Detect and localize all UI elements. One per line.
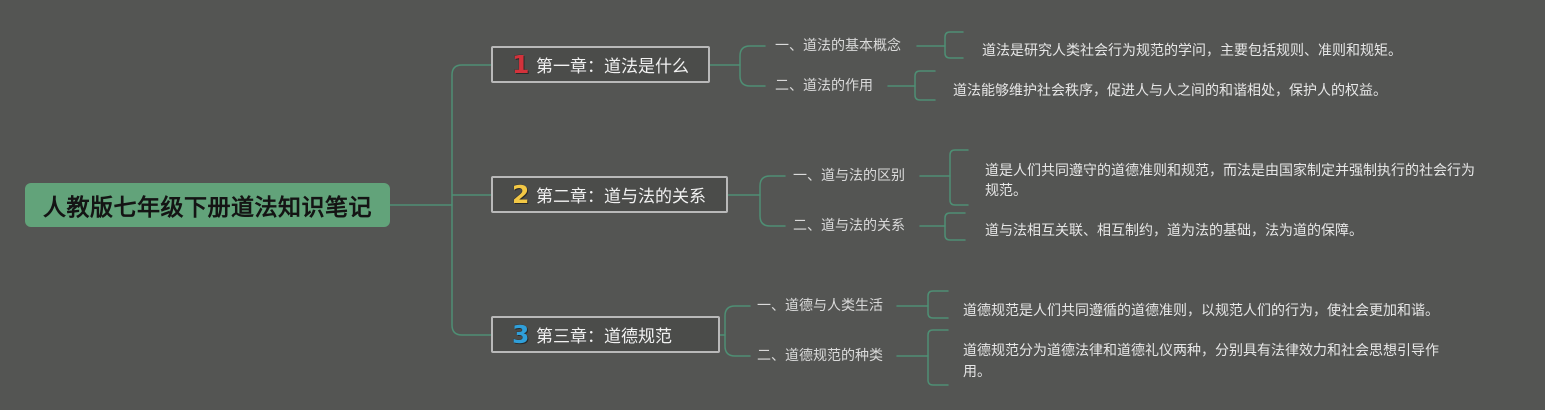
section-topic-c2-1[interactable]: 一、道与法的区别 [793,168,905,184]
chapter-3-topic[interactable]: 3 第三章：道德规范 [491,316,720,353]
connector-chapter-2-sections [759,175,786,227]
root-topic[interactable]: 人教版七年级下册道法知识笔记 [25,183,390,227]
section-topic-c2-2[interactable]: 二、道与法的关系 [793,218,905,234]
chapter-3-label: 第三章：道德规范 [536,327,672,347]
note-topic-c1-1[interactable]: 道法是研究人类社会行为规范的学问，主要包括规则、准则和规矩。 [982,43,1402,59]
section-topic-c1-2[interactable]: 二、道法的作用 [775,78,873,94]
note-topic-c1-2[interactable]: 道法能够维护社会秩序，促进人与人之间的和谐相处，保护人的权益。 [953,83,1387,99]
note-topic-c2-1[interactable]: 道是人们共同遵守的道德准则和规范，而法是由国家制定并强制执行的社会行为规范。 [985,163,1475,199]
note-topic-c2-2[interactable]: 道与法相互关联、相互制约，道为法的基础，法为道的保障。 [985,223,1363,239]
note-topic-c3-1[interactable]: 道德规范是人们共同遵循的道德准则，以规范人们的行为，使社会更加和谐。 [963,303,1439,319]
connector-root-branches [451,64,492,336]
bracket-c3s1-note [927,290,949,319]
number-1-icon: 1 [512,50,530,79]
bracket-c1s2-note [914,70,936,101]
chapter-2-topic[interactable]: 2 第二章：道与法的关系 [491,176,728,213]
bracket-c2s1-note [949,149,969,206]
number-3-icon: 3 [512,320,530,349]
number-2-icon: 2 [512,180,530,209]
section-topic-c3-1[interactable]: 一、道德与人类生活 [757,298,883,314]
bracket-c2s2-note [944,212,966,241]
chapter-1-label: 第一章：道法是什么 [536,57,689,77]
bracket-c1s1-note [944,31,964,59]
chapter-2-label: 第二章：道与法的关系 [536,187,706,207]
chapter-1-topic[interactable]: 1 第一章：道法是什么 [491,46,710,83]
note-topic-c3-2[interactable]: 道德规范分为道德法律和道德礼仪两种，分别具有法律效力和社会思想引导作用。 [963,343,1439,380]
connector-chapter-3-sections [724,305,751,357]
root-topic-label: 人教版七年级下册道法知识笔记 [43,195,372,221]
section-topic-c1-1[interactable]: 一、道法的基本概念 [775,38,901,54]
bracket-c3s2-note [927,329,949,386]
section-topic-c3-2[interactable]: 二、道德规范的种类 [757,348,883,364]
connector-chapter-1-sections [739,45,766,87]
